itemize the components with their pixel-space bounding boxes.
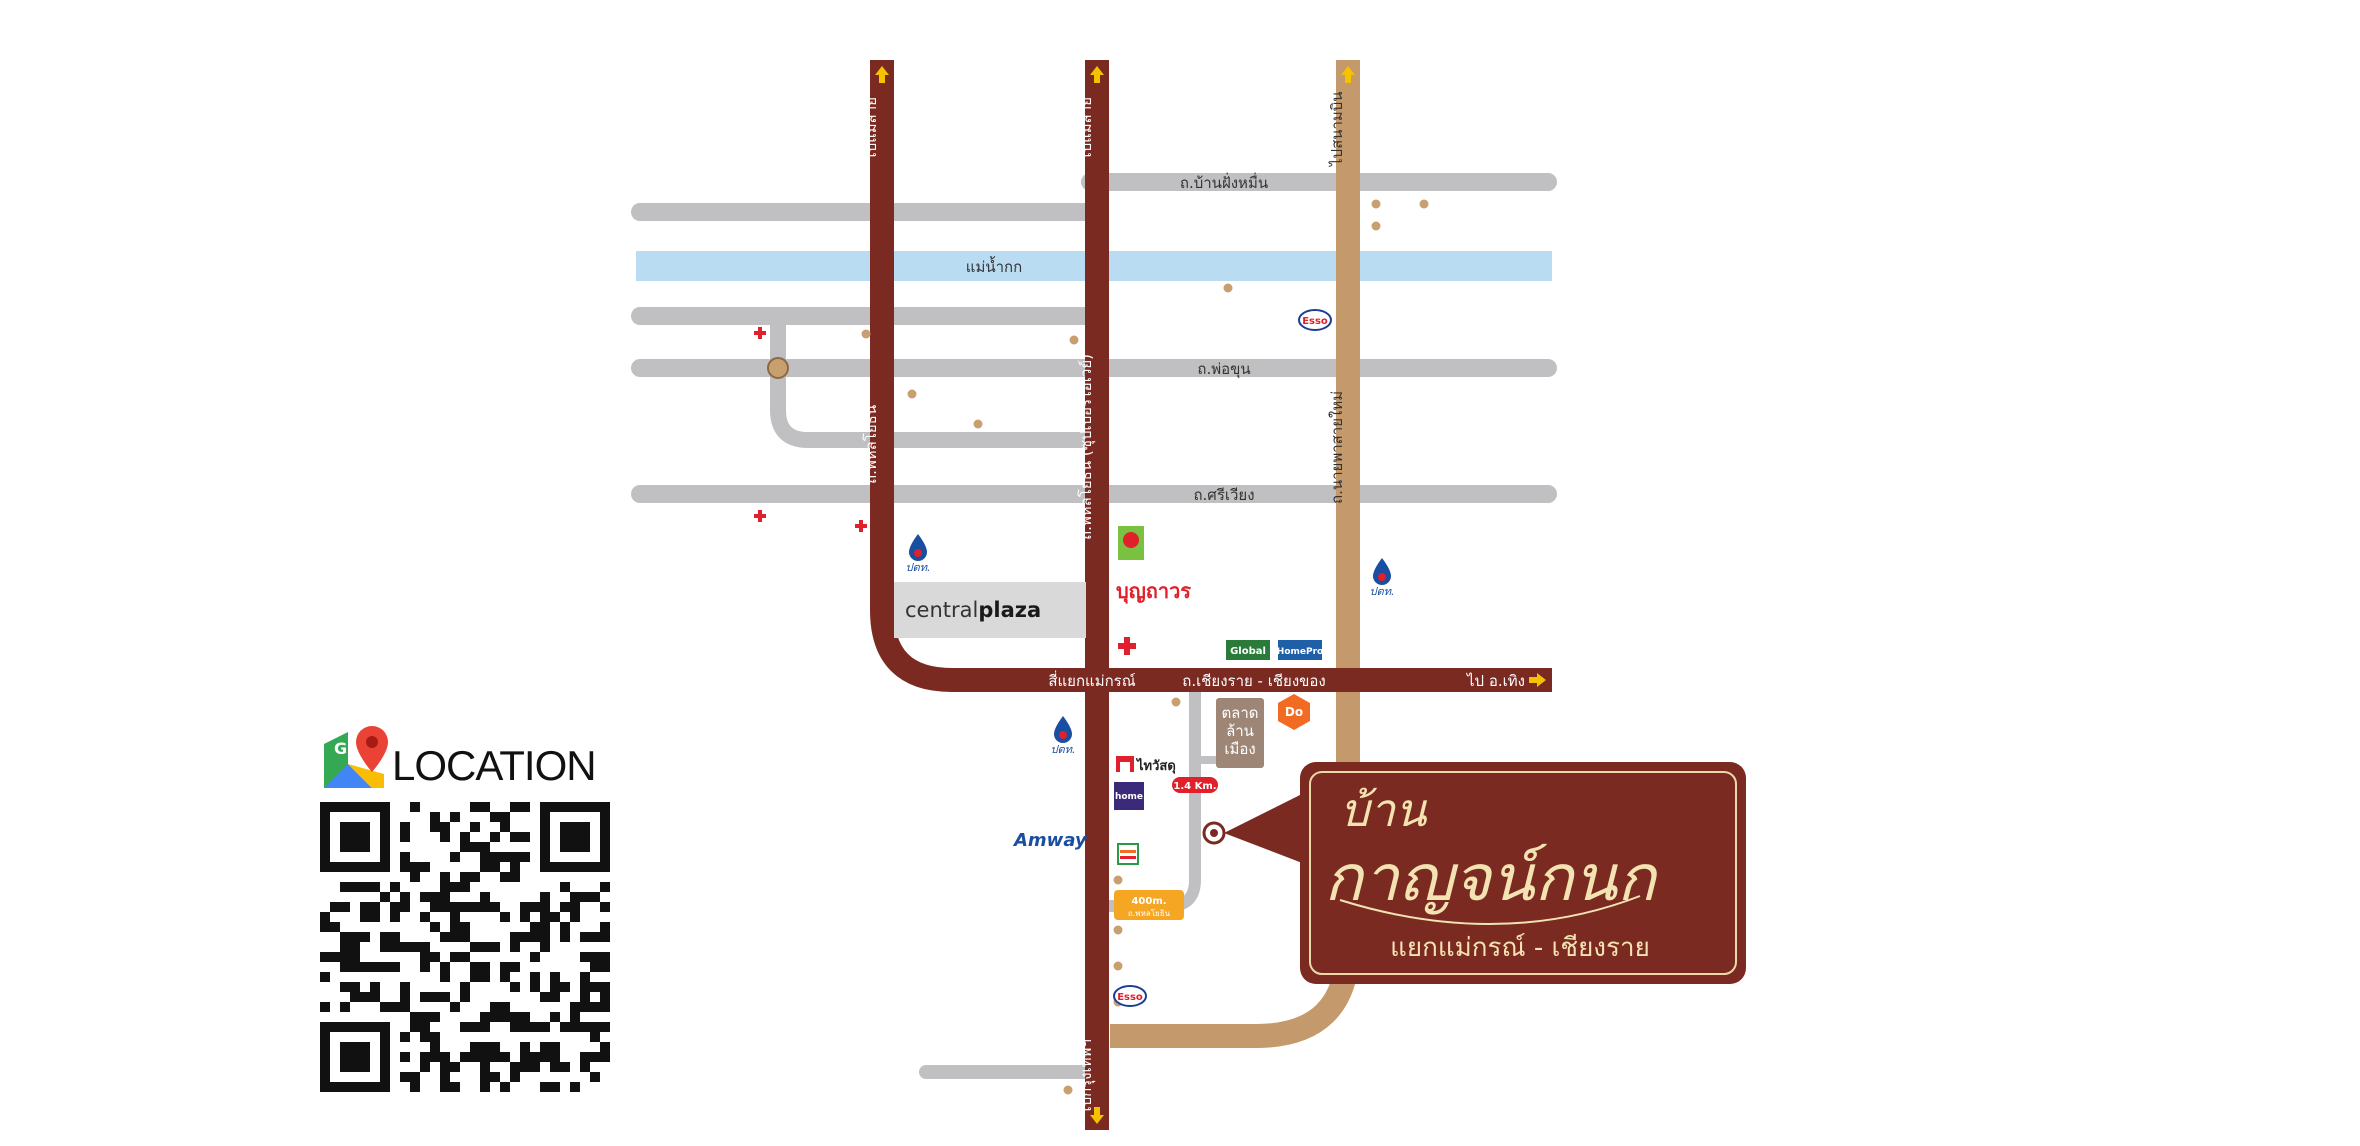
- svg-text:HomePro: HomePro: [1277, 647, 1323, 657]
- convenience-store: [1117, 843, 1139, 865]
- arrow-down-icon: [1090, 1107, 1104, 1124]
- project-pin: [1202, 821, 1226, 845]
- distance-badge-1: 1.4 Km.: [1172, 777, 1218, 793]
- esso-logo-icon: [1113, 985, 1147, 1007]
- direction-arrows: [875, 66, 1546, 1124]
- svg-text:ปตท.: ปตท.: [906, 561, 931, 574]
- project-name-line1: บ้าน: [1340, 783, 1428, 837]
- homepro: HomePro: [1277, 640, 1323, 660]
- thai-watsadu: ไทวัสดุ: [1116, 756, 1176, 774]
- svg-text:Esso: Esso: [1117, 992, 1143, 1003]
- svg-text:ปตท.: ปตท.: [1051, 743, 1076, 756]
- svg-text:G: G: [334, 739, 347, 758]
- arrow-up-icon: [875, 66, 889, 83]
- svg-text:400m.: 400m.: [1131, 896, 1166, 907]
- svg-text:Esso: Esso: [1302, 316, 1328, 327]
- label-to-thoeng: ไป อ.เทิง: [1466, 672, 1525, 690]
- label-superhighway: ถ.พหลโยธิน (ซุปเปอร์ไฮเวย์): [1077, 354, 1096, 540]
- label-chiang-rai-chiang-khong: ถ.เชียงราย - เชียงของ: [1182, 672, 1326, 690]
- google-maps-icon: G: [324, 726, 388, 788]
- central-plaza-suffix: plaza: [978, 598, 1041, 622]
- amway-label: Amway: [1012, 830, 1088, 851]
- svg-text:centralplaza: centralplaza: [905, 598, 1041, 622]
- dohome-logo-icon: [1278, 694, 1310, 730]
- river-label: แม่น้ำกก: [966, 256, 1022, 276]
- svg-text:Do: Do: [1285, 705, 1303, 719]
- svg-text:1.4 Km.: 1.4 Km.: [1173, 781, 1216, 792]
- arrow-right-icon: [1529, 673, 1546, 687]
- do-home: Do: [1278, 694, 1310, 730]
- hospital-icons: [754, 327, 1136, 655]
- road-phahonyothin: [870, 60, 1552, 692]
- distance-badge-2: 400m. ถ.พหลโยธิน: [1114, 890, 1184, 920]
- label-ban-fai-muen: ถ.บ้านฝั่งหมื่น: [1180, 172, 1268, 192]
- arrow-up-icon: [1090, 66, 1104, 83]
- svg-text:ไทวัสดุ: ไทวัสดุ: [1135, 757, 1176, 774]
- seven-eleven-logo-icon: [1117, 843, 1139, 865]
- svg-text:ล้าน: ล้าน: [1226, 722, 1254, 740]
- location-panel: G LOCATION: [320, 724, 620, 1094]
- label-new-bus-terminal-road: ถ.นายพาสายใหม่: [1328, 391, 1346, 504]
- esso-logo-icon: [1298, 309, 1332, 331]
- roundabout-icon: [767, 357, 789, 379]
- hospital-cross-icon: [1118, 637, 1136, 655]
- svg-text:ถ.พหลโยธิน: ถ.พหลโยธิน: [1128, 908, 1171, 918]
- esso-station: Esso: [1298, 309, 1332, 331]
- label-phahonyothin: ถ.พหลโยธิน: [862, 405, 880, 484]
- global-house: Global: [1226, 640, 1270, 660]
- svg-text:ปตท.: ปตท.: [1370, 585, 1395, 598]
- project-name-line2: กาญจน์กนก: [1324, 842, 1659, 916]
- esso-station: Esso: [1113, 985, 1147, 1007]
- central-plaza-prefix: central: [905, 598, 978, 622]
- ptt-station: ปตท.: [1051, 716, 1076, 756]
- location-title: LOCATION: [392, 742, 597, 789]
- swash-decoration: [1339, 895, 1641, 925]
- ptt-station: ปตท.: [1370, 558, 1395, 598]
- label-to-maesai-left: ไปแม่สาย: [862, 97, 880, 161]
- svg-text:เมือง: เมือง: [1224, 740, 1255, 758]
- ptt-drop-icon: [909, 534, 927, 561]
- hospital-cross-icon: [754, 327, 766, 339]
- project-callout: บ้าน กาญจน์กนก แยกแม่กรณ์ - เชียงราย: [1224, 762, 1746, 984]
- label-to-maesai-center: ไปแม่สาย: [1077, 97, 1095, 161]
- ptt-drop-icon: [1373, 558, 1391, 585]
- label-pho-khun: ถ.พ่อขุน: [1197, 360, 1250, 379]
- hospital-cross-icon: [855, 520, 867, 532]
- central-plaza: centralplaza: [894, 582, 1086, 638]
- qr-code-icon[interactable]: [320, 802, 610, 1092]
- boonthavorn-label: บุญถาวร: [1116, 579, 1191, 604]
- road-loop-left: [770, 314, 1098, 448]
- project-subtitle: แยกแม่กรณ์ - เชียงราย: [1390, 933, 1650, 963]
- label-sriwiang: ถ.ศรีเวียง: [1193, 486, 1254, 504]
- label-mae-korn-junction: สี่แยกแม่กรณ์: [1048, 670, 1135, 690]
- ptt-drop-icon: [1054, 716, 1072, 743]
- supermarket-logo: [1118, 526, 1144, 560]
- ptt-station: ปตท.: [906, 534, 931, 574]
- hospital-cross-icon: [754, 510, 766, 522]
- svg-text:ตลาด: ตลาด: [1221, 704, 1258, 722]
- main-roads: [870, 60, 1552, 1130]
- svg-text:Global: Global: [1230, 646, 1266, 657]
- home-product-center: home: [1114, 782, 1144, 810]
- arrow-up-icon: [1341, 66, 1355, 83]
- label-to-bangkok: ไปกรุงเทพฯ: [1077, 1039, 1096, 1115]
- svg-text:home: home: [1115, 792, 1143, 802]
- lanmueang-market: ตลาด ล้าน เมือง: [1216, 698, 1264, 768]
- label-to-airport: ไปสนามบิน: [1328, 91, 1346, 167]
